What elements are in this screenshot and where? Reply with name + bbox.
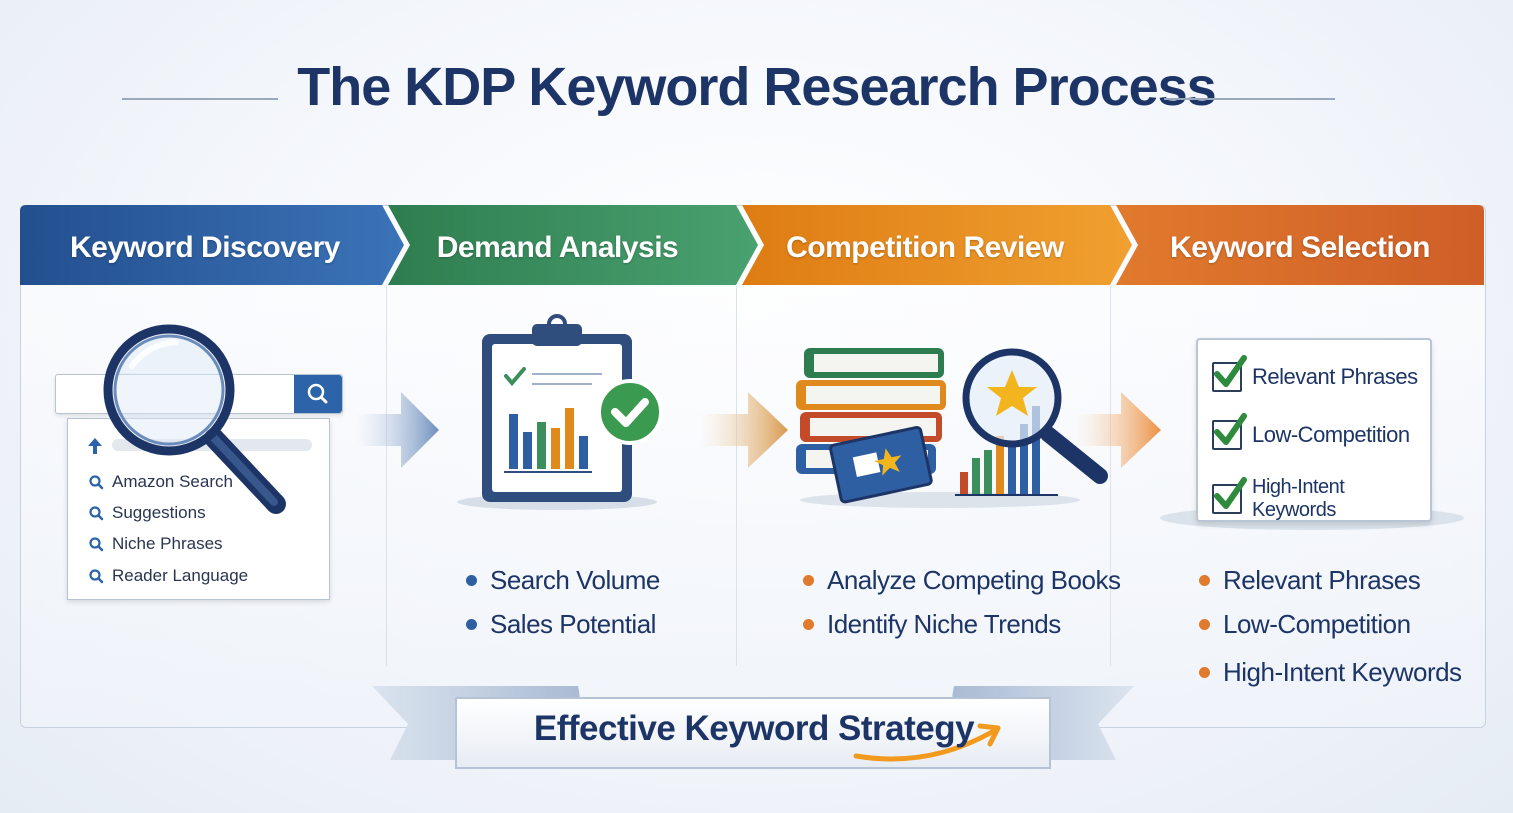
bullet-dot	[466, 618, 477, 630]
bullet-text: High-Intent Keywords	[1223, 656, 1462, 687]
bullet-dot	[1199, 666, 1210, 678]
suggestion-label: Suggestions	[112, 503, 206, 522]
search-icon	[89, 569, 104, 584]
bullet-text: Identify Niche Trends	[827, 608, 1061, 639]
arrow-right-icon	[1075, 392, 1161, 468]
bullet-dot	[1199, 574, 1210, 586]
checklist-label: High-Intent Keywords	[1252, 476, 1345, 521]
clipboard-chart-icon	[457, 314, 663, 510]
search-input[interactable]	[55, 374, 343, 414]
column-divider	[736, 286, 737, 666]
stage-label-discovery: Keyword Discovery	[70, 231, 340, 264]
list-item: Search Volume	[466, 558, 660, 602]
bullet-dot	[803, 618, 814, 630]
arrow-right-icon	[355, 392, 439, 468]
list-item: Relevant Phrases	[1199, 558, 1462, 602]
suggestion-item[interactable]: Amazon Search	[88, 471, 233, 493]
stage-chevron-discovery	[20, 205, 404, 285]
bullet-dot	[803, 574, 814, 586]
stage-label-demand: Demand Analysis	[436, 231, 679, 264]
stage-header-bar	[20, 205, 1484, 285]
bullet-dot	[466, 574, 477, 586]
bullet-dot	[1199, 618, 1210, 630]
title-rule-right	[1164, 98, 1335, 100]
search-icon	[89, 475, 104, 490]
bullet-text: Relevant Phrases	[1223, 564, 1421, 595]
list-item: Identify Niche Trends	[803, 602, 1120, 646]
stage-label-competition: Competition Review	[786, 231, 1064, 264]
ribbon-banner	[372, 686, 1134, 769]
bullet-text: Sales Potential	[490, 608, 656, 639]
list-item: Low-Competition	[1199, 602, 1462, 646]
suggestion-item[interactable]: Reader Language	[88, 565, 248, 587]
bullet-text: Search Volume	[490, 564, 660, 595]
demand-bullets: Search Volume Sales Potential	[466, 558, 660, 646]
column-divider	[386, 286, 387, 666]
search-suggestion-dropdown: Amazon Search Suggestions Niche Phrases …	[67, 418, 330, 600]
list-item: Analyze Competing Books	[803, 558, 1121, 602]
magnifying-glass-icon	[103, 324, 286, 514]
page-title: The KDP Keyword Research Process	[297, 57, 1216, 117]
search-icon	[89, 537, 104, 552]
search-icon	[307, 383, 328, 404]
check-icon	[1214, 413, 1247, 445]
check-icon	[1214, 355, 1247, 387]
search-icon	[89, 506, 104, 521]
checklist-label: Relevant Phrases	[1252, 364, 1418, 389]
ribbon-title: Effective Keyword Strategy	[533, 709, 975, 748]
keyword-checklist-card: Relevant Phrases Low-Competition High-In…	[1196, 338, 1432, 522]
suggestion-label: Niche Phrases	[112, 534, 223, 553]
stage-chevron-demand	[388, 205, 758, 285]
arrow-right-icon	[700, 392, 788, 468]
books-magnifier-icon	[796, 348, 1108, 508]
title-rule-left	[122, 98, 278, 100]
suggestion-label: Amazon Search	[112, 472, 233, 491]
bullet-text: Low-Competition	[1223, 608, 1411, 639]
checkbox[interactable]	[1212, 477, 1247, 514]
list-item: Sales Potential	[466, 602, 660, 646]
stage-chevron-selection	[1116, 205, 1484, 285]
checkbox[interactable]	[1212, 355, 1247, 392]
selection-bullets: Relevant Phrases Low-Competition High-In…	[1199, 558, 1462, 694]
checklist-label: Low-Competition	[1252, 422, 1410, 447]
column-divider	[1110, 286, 1111, 666]
arrow-up-icon	[88, 438, 102, 454]
checklist-item[interactable]: Relevant Phrases	[1212, 355, 1418, 392]
suggestion-item[interactable]: Suggestions	[88, 502, 206, 524]
checklist-item[interactable]: Low-Competition	[1212, 413, 1410, 450]
checkbox[interactable]	[1212, 413, 1247, 450]
suggestion-item[interactable]: Niche Phrases	[88, 533, 223, 555]
checklist-item[interactable]: High-Intent Keywords	[1212, 476, 1430, 522]
stage-chevron-competition	[742, 205, 1132, 285]
suggestion-label: Reader Language	[112, 566, 249, 585]
search-button[interactable]	[294, 375, 342, 413]
bullet-text: Analyze Competing Books	[827, 564, 1121, 595]
check-icon	[1214, 477, 1247, 509]
stage-label-selection: Keyword Selection	[1170, 231, 1430, 264]
list-item: High-Intent Keywords	[1199, 650, 1462, 694]
competition-bullets: Analyze Competing Books Identify Niche T…	[803, 558, 1121, 646]
